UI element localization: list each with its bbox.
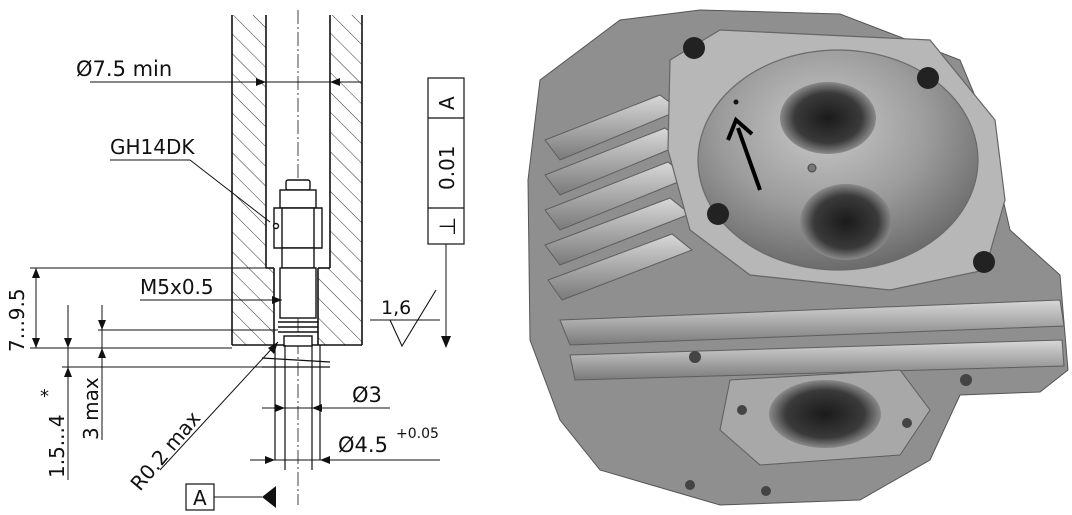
technical-drawing: Ø7.5 min GH14DK M5x0.5 7...9.5 <box>5 10 465 511</box>
surface-roughness: 1,6 <box>370 289 440 348</box>
datum-letter-text: A <box>193 486 207 510</box>
datum-marker: A <box>185 483 276 511</box>
bolt-hole-2 <box>917 67 939 89</box>
thread-spec-text: M5x0.5 <box>140 275 214 299</box>
tolerance-datum-text: A <box>435 96 459 110</box>
tolerance-symbol-text: ⊥ <box>436 217 461 236</box>
tip-diameter-text: Ø3 <box>352 383 382 407</box>
right-wall-hatch <box>318 15 362 345</box>
sensor-hole <box>733 99 739 105</box>
depth-range-text: 7...9.5 <box>5 288 29 352</box>
side-bolt-2 <box>960 374 972 386</box>
sensor-label: GH14DK <box>110 135 271 223</box>
bore-diameter-text: Ø4.5 <box>338 433 388 457</box>
combustion-chamber <box>697 49 979 271</box>
cylinder-head-photo <box>527 9 1069 506</box>
small-stud <box>807 163 817 173</box>
tolerance-frame: A 0.01 ⊥ <box>427 77 465 348</box>
dim-tip-depth: 1.5...4 * <box>40 305 72 480</box>
bore-outline <box>231 15 363 346</box>
indicator-arrow <box>726 116 762 191</box>
sensor-model-text: GH14DK <box>110 135 195 159</box>
tip-depth-note: * <box>40 386 49 407</box>
side-bolt-6 <box>685 480 695 490</box>
dim-max-recess: 3 max <box>79 305 106 440</box>
sensor-body <box>272 179 323 347</box>
bore-tolerance-text: +0.05 <box>396 426 439 442</box>
side-bolt-5 <box>761 486 771 496</box>
thread-label: M5x0.5 <box>140 275 282 304</box>
dim-bore-diameter: Ø4.5 +0.05 <box>250 426 440 464</box>
radius-label: R0.2 max <box>125 341 279 495</box>
dim-bore-min-text: Ø7.5 min <box>76 57 172 81</box>
tolerance-value-text: 0.01 <box>435 145 459 190</box>
dim-bore-min: Ø7.5 min <box>76 57 362 86</box>
side-bolt-4 <box>902 418 912 428</box>
side-bolt-3 <box>737 405 747 415</box>
bolt-hole-3 <box>707 203 729 225</box>
left-wall-hatch <box>232 15 274 345</box>
side-bolt-1 <box>689 351 701 363</box>
roughness-text: 1,6 <box>381 297 411 319</box>
bolt-hole-4 <box>973 251 995 273</box>
radius-text: R0.2 max <box>125 406 205 495</box>
tip-depth-text: 1.5...4 <box>45 414 69 478</box>
exhaust-port <box>769 380 881 448</box>
dim-depth-range: 7...9.5 <box>5 268 40 352</box>
dim-tip-diameter: Ø3 <box>262 383 390 412</box>
cooling-fins <box>544 94 1065 381</box>
valve-port-lower <box>800 184 892 260</box>
bolt-hole-1 <box>683 37 705 59</box>
max-recess-text: 3 max <box>79 377 103 440</box>
valve-port-upper <box>780 82 876 154</box>
extension-lines <box>30 267 278 368</box>
